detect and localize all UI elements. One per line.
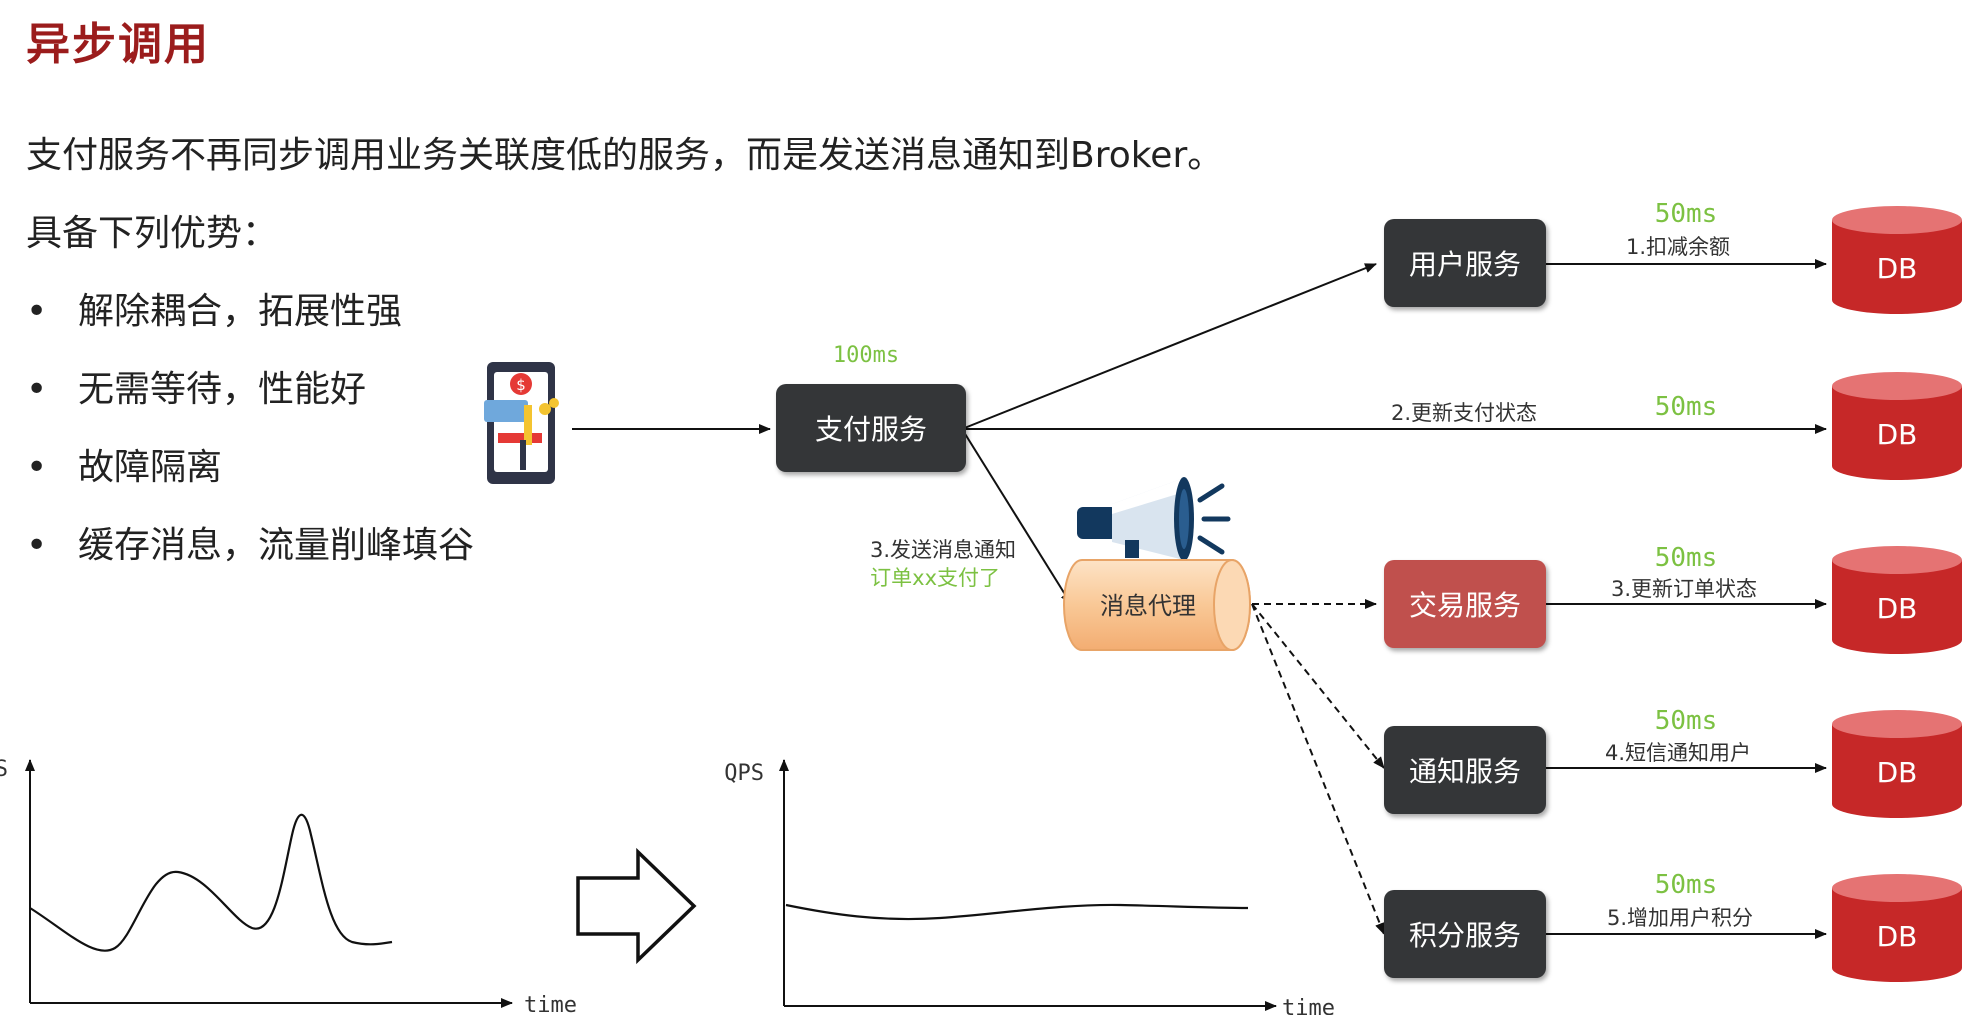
db-label: DB <box>1877 756 1918 789</box>
notify-latency: 50ms <box>1655 706 1718 736</box>
db-label: DB <box>1877 252 1918 285</box>
y-axis-label: QPS <box>0 757 8 782</box>
database-icon: DB <box>1832 546 1962 654</box>
points-service-label: 积分服务 <box>1408 919 1521 952</box>
db-label: DB <box>1877 418 1918 451</box>
intro-text: 支付服务不再同步调用业务关联度低的服务，而是发送消息通知到Broker。 <box>26 135 1224 176</box>
paystate-action: 2.更新支付状态 <box>1391 401 1537 425</box>
qps-line-spiky <box>29 813 393 952</box>
user-service-label: 用户服务 <box>1408 248 1521 281</box>
pay-to-broker-arrow <box>961 428 1072 605</box>
advantages-heading: 具备下列优势： <box>26 213 279 254</box>
megaphone-icon <box>1077 477 1231 561</box>
database-icon: DB <box>1832 206 1962 314</box>
user-service-box: 用户服务 <box>1384 219 1546 307</box>
paystate-latency: 50ms <box>1655 392 1718 422</box>
transform-arrow-icon <box>576 847 697 965</box>
advantage-item: • 故障隔离 <box>26 438 222 490</box>
advantage-text: 缓存消息，流量削峰填谷 <box>78 525 475 566</box>
bullet-dot: • <box>26 525 48 566</box>
notify-service-label: 通知服务 <box>1408 755 1521 788</box>
pay-latency: 100ms <box>833 343 899 368</box>
broker-edge-message: 订单xx支付了 <box>870 566 1000 590</box>
trade-latency: 50ms <box>1655 543 1718 573</box>
broker-to-notify-arrow <box>1251 603 1385 769</box>
points-service-box: 积分服务 <box>1384 890 1546 978</box>
advantage-item: • 缓存消息，流量削峰填谷 <box>26 516 474 568</box>
points-action: 5.增加用户积分 <box>1607 906 1753 930</box>
advantage-item: • 无需等待，性能好 <box>26 360 366 412</box>
pay-service-box: 支付服务 <box>776 384 966 472</box>
advantage-text: 故障隔离 <box>78 447 223 488</box>
bullet-dot: • <box>26 291 48 332</box>
y-axis-label: QPS <box>724 761 764 786</box>
trade-service-label: 交易服务 <box>1408 589 1521 622</box>
database-icon: DB <box>1832 710 1962 818</box>
bullet-dot: • <box>26 369 48 410</box>
database-icon: DB <box>1832 372 1962 480</box>
trade-action: 3.更新订单状态 <box>1611 577 1757 601</box>
notify-action: 4.短信通知用户 <box>1605 741 1751 765</box>
trade-service-box: 交易服务 <box>1384 560 1546 648</box>
db-label: DB <box>1877 920 1918 953</box>
db-label: DB <box>1877 592 1918 625</box>
mobile-payment-icon: $ <box>484 362 559 484</box>
pay-to-user-arrow <box>961 263 1377 430</box>
user-latency: 50ms <box>1655 199 1718 229</box>
database-icon: DB <box>1832 874 1962 982</box>
broker-edge-label: 3.发送消息通知 <box>870 538 1016 562</box>
pay-service-label: 支付服务 <box>814 413 927 446</box>
qps-chart-before: QPS time <box>0 757 577 1015</box>
x-axis-label: time <box>1282 996 1335 1015</box>
notify-service-box: 通知服务 <box>1384 726 1546 814</box>
advantage-item: • 解除耦合，拓展性强 <box>26 282 402 334</box>
x-axis-label: time <box>524 993 577 1015</box>
points-latency: 50ms <box>1655 870 1718 900</box>
broker-label: 消息代理 <box>1100 592 1196 620</box>
page-title: 异步调用 <box>26 19 210 70</box>
svg-text:$: $ <box>516 376 526 394</box>
qps-line-smooth <box>785 903 1249 921</box>
advantage-text: 无需等待，性能好 <box>78 369 367 410</box>
advantage-text: 解除耦合，拓展性强 <box>78 291 403 332</box>
broker-to-points-arrow <box>1251 603 1385 935</box>
qps-chart-after: QPS time <box>724 759 1335 1015</box>
message-broker: 消息代理 <box>1063 559 1251 651</box>
bullet-dot: • <box>26 447 48 488</box>
user-action: 1.扣减余额 <box>1626 235 1730 259</box>
